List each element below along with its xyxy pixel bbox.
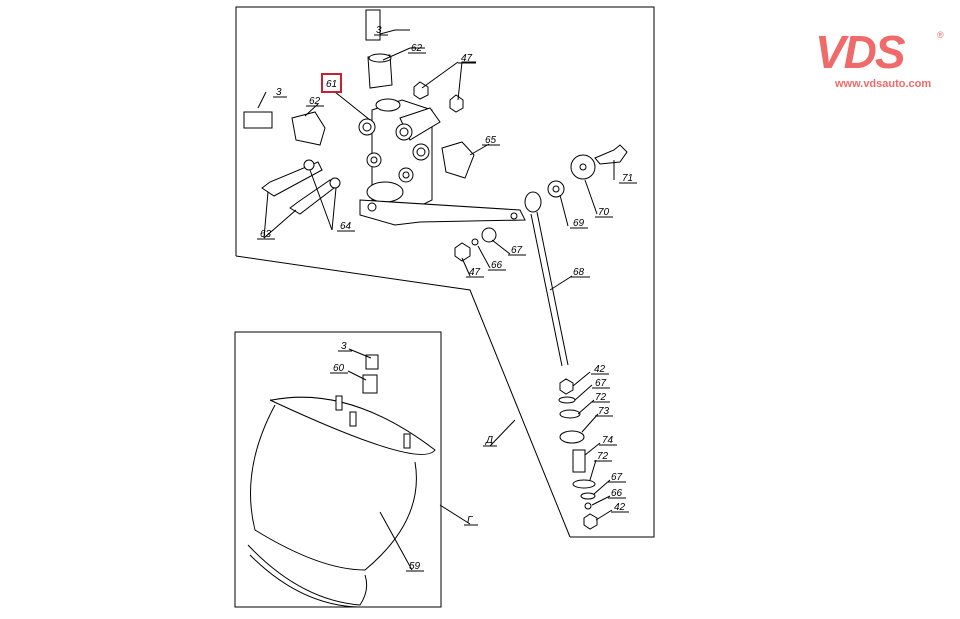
vds-logo: VDS ® www.vdsauto.com (815, 28, 945, 94)
label: 72 (595, 392, 607, 403)
label: 73 (598, 406, 610, 417)
view-label-d: Д (485, 435, 493, 446)
highlight-box (321, 73, 342, 93)
label: 68 (573, 267, 585, 278)
label: 62 (309, 96, 321, 107)
label: 71 (622, 173, 633, 184)
label: 67 (595, 378, 607, 389)
label: 47 (469, 267, 481, 278)
label: 3 (341, 341, 347, 352)
label: 67 (511, 245, 523, 256)
label: 64 (340, 221, 352, 232)
label: 42 (614, 502, 626, 513)
label-highlighted: 61 (326, 79, 337, 90)
label: 3 (376, 25, 382, 36)
valve-assembly (358, 98, 526, 226)
frame-top (235, 6, 655, 538)
logo-brand: VDS (815, 26, 906, 78)
label: 70 (598, 207, 610, 218)
logo-url: www.vdsauto.com (835, 78, 932, 90)
label: 65 (485, 135, 497, 146)
frame-bottom (234, 331, 442, 608)
label: 74 (602, 435, 614, 446)
label: 67 (611, 472, 623, 483)
label: 42 (594, 364, 606, 375)
label: 69 (573, 218, 585, 229)
fittings (243, 9, 628, 367)
label: 62 (411, 43, 423, 54)
registered-mark: ® (937, 30, 944, 40)
label: 63 (260, 229, 272, 240)
leader-lines (257, 29, 615, 291)
label: 66 (611, 488, 623, 499)
label: 66 (491, 260, 503, 271)
part-labels: 3 62 47 61 3 62 65 71 70 69 64 63 67 66 … (260, 25, 633, 572)
air-spring (247, 348, 471, 608)
stack-parts (489, 371, 613, 530)
label: 60 (333, 363, 345, 374)
label: 72 (597, 451, 609, 462)
label-underlines (257, 34, 637, 572)
label: 59 (409, 561, 421, 572)
label: 47 (461, 53, 473, 64)
view-label-g: Г (467, 515, 474, 526)
label: 3 (276, 87, 282, 98)
